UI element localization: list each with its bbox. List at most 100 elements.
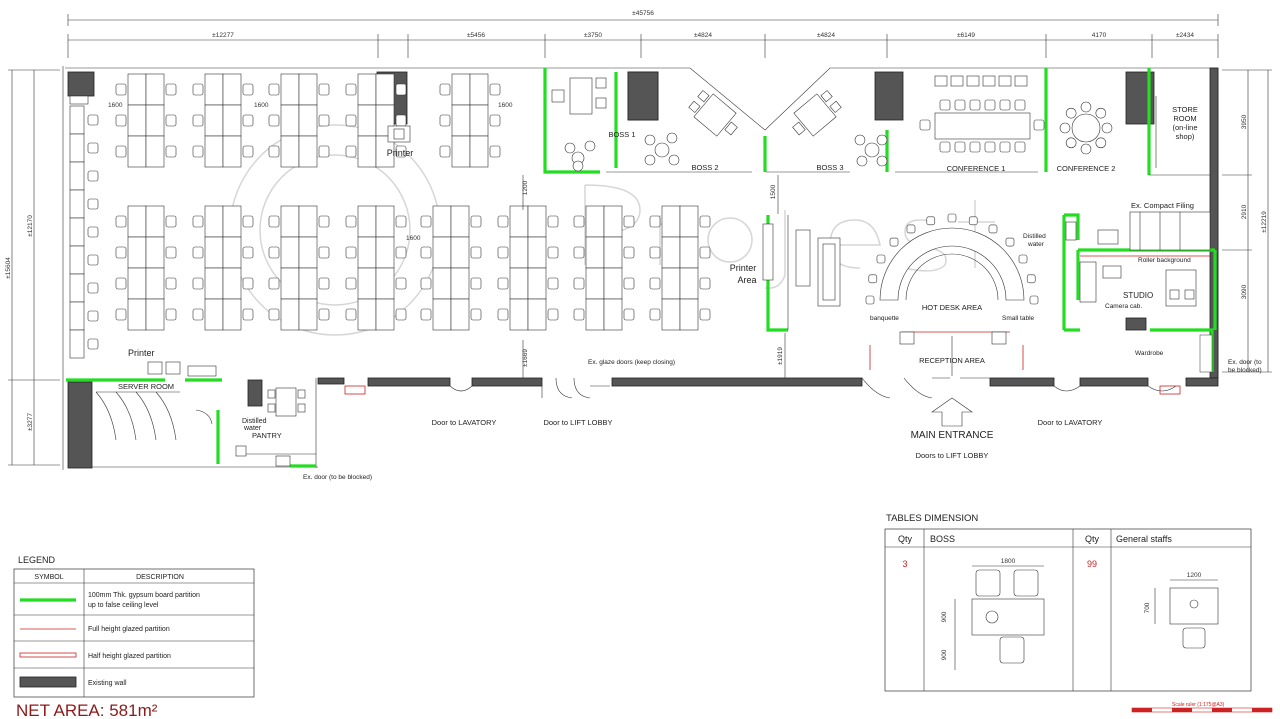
workstation-cluster [573,205,635,331]
dim-left-total: ±15604 [5,257,12,279]
printer-top-label: Printer [387,148,414,158]
chair [649,215,661,228]
chair [954,99,966,111]
dim-top-1: ±12277 [212,32,234,39]
legend-item-3: Half height glazed partition [88,653,171,660]
scale-note: Scale ruler (1:175@A3) [1172,702,1225,708]
chair [318,308,330,321]
ex-door-blocked-1: Ex. door (to be blocked) [303,474,372,481]
chair [470,246,482,259]
printer-area-line-1: Printer [730,263,757,273]
chair [573,308,585,321]
staff-qty-header: Qty [1085,534,1100,544]
chair [420,215,432,228]
chair [242,308,254,321]
chair [1014,99,1026,111]
chair [573,246,585,259]
chair [623,215,635,228]
store-room-line-4: shop) [1176,132,1195,141]
chair [1095,107,1107,119]
chair [623,277,635,290]
chair [984,99,996,111]
chair [939,141,951,153]
chair [649,308,661,321]
net-area: NET AREA: 581m² [16,701,158,719]
chair [395,277,407,290]
chair [876,254,886,264]
roller-background-label: Roller background [1138,257,1191,264]
chair [906,224,916,234]
chair [242,83,254,96]
chair [192,145,204,158]
chair [165,145,177,158]
chair [345,114,357,127]
workstation-cluster [420,205,482,331]
conference-1-room: CONFERENCE 1 [919,75,1045,173]
workstation-cluster [649,205,711,331]
chair [268,83,280,96]
boss-3-label: BOSS 3 [816,163,843,172]
chair [573,215,585,228]
chair [192,83,204,96]
chair [268,246,280,259]
chair [87,282,99,294]
dim-top-4: ±4824 [694,32,712,39]
scale-bar: Scale ruler (1:175@A3) [1131,702,1273,713]
chair [649,246,661,259]
chair [1080,143,1092,155]
chair [623,308,635,321]
chair [1080,101,1092,113]
workstation-cluster [192,205,254,331]
chair [395,145,407,158]
chair [699,308,711,321]
pantry-distilled-line-2: water [243,425,262,432]
dim-top-7: 4170 [1092,32,1107,39]
chair [999,99,1011,111]
chair [649,277,661,290]
chair [345,308,357,321]
camera-cab-label: Camera cab. [1105,303,1142,310]
chair [115,114,127,127]
dim-left-upper: ±12170 [27,215,34,237]
chair [1065,137,1077,149]
chair [470,277,482,290]
boss-header: BOSS [930,534,955,544]
chair [318,277,330,290]
chair [165,215,177,228]
chair [165,246,177,259]
chair [865,295,875,305]
chair [497,308,509,321]
ex-door-blocked-2-line-1: Ex. door (to [1228,359,1262,366]
chair [115,308,127,321]
chair [1059,122,1071,134]
existing-wall-column [874,71,904,121]
chair [115,83,127,96]
dim-top-2: ±5456 [467,32,485,39]
dim-right-1: 3950 [1241,114,1248,129]
hot-desk-area: HOT DESK AREA banquette Small table RECE… [865,213,1039,376]
chair [1029,295,1039,305]
chair [954,141,966,153]
boss-2-label: BOSS 2 [691,163,718,172]
chair [1095,137,1107,149]
chair [192,114,204,127]
dim-1500: 1500 [770,184,777,199]
chair [268,277,280,290]
chair [470,308,482,321]
chair [192,246,204,259]
compact-filing-label: Ex. Compact Filing [1131,201,1194,210]
boss-depth: 900 [941,611,948,622]
chair [926,216,936,226]
chair [939,99,951,111]
chair [165,83,177,96]
overall-dimension: ±45756 [632,10,654,17]
chair [1026,274,1036,284]
dim-1919: ±1919 [777,347,784,365]
chair [87,142,99,154]
chair [573,277,585,290]
chair [420,277,432,290]
chair [87,226,99,238]
chair [345,246,357,259]
chair [192,215,204,228]
dim-top-8: ±2434 [1176,32,1194,39]
